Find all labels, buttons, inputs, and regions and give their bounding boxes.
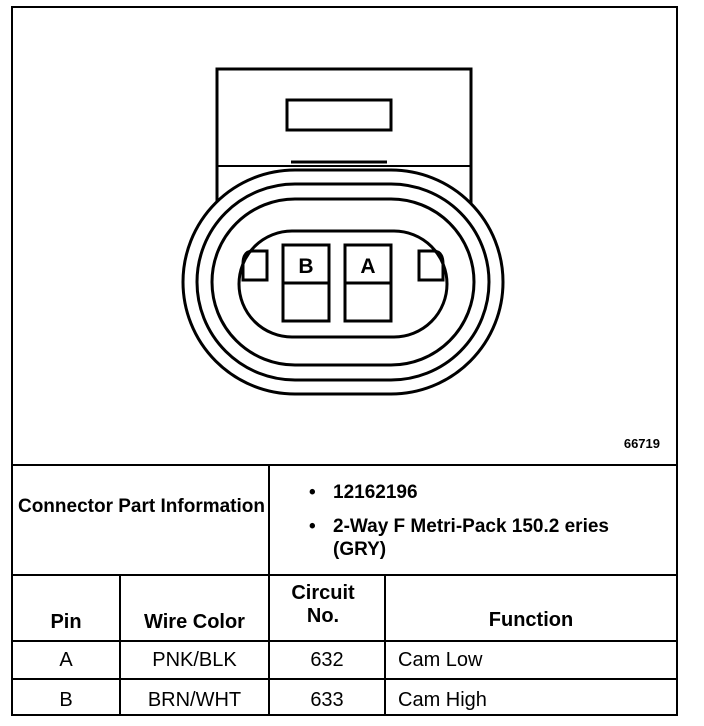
- row-a-pin: A: [59, 649, 73, 671]
- info-divider: [268, 464, 270, 576]
- bullet-1: •: [309, 482, 316, 503]
- header-pin: Pin: [50, 611, 82, 633]
- header-function: Function: [488, 609, 574, 631]
- connector-description: 2-Way F Metri-Pack 150.2 eries (GRY): [333, 516, 609, 560]
- connector-end-view-frame: B A 66719 Connector Part Information • 1…: [11, 6, 678, 716]
- col-divider-1: [119, 574, 121, 714]
- cavity-a: [343, 243, 393, 285]
- cavity-b-lower: [281, 281, 331, 323]
- col-divider-2: [268, 574, 270, 714]
- connector-body-outer: [181, 168, 505, 396]
- header-wire-color: Wire Color: [144, 611, 245, 633]
- row-a-circuit: 632: [310, 649, 344, 671]
- row-a-wire-color: PNK/BLK: [152, 649, 237, 671]
- header-circuit-no: Circuit No.: [291, 582, 355, 627]
- divider-row: [13, 678, 676, 680]
- cavity-a-lower: [343, 281, 393, 323]
- right-key: [417, 249, 445, 282]
- row-b-wire-color: BRN/WHT: [147, 689, 242, 711]
- row-b-circuit: 633: [310, 689, 344, 711]
- row-a-function: Cam Low: [398, 649, 483, 671]
- row-b-pin: B: [59, 689, 73, 711]
- cavity-face: [237, 229, 449, 339]
- cavity-label-b: B: [298, 255, 313, 278]
- connector-diagram: B A 66719: [13, 8, 676, 466]
- part-number: 12162196: [333, 482, 418, 503]
- locking-tab: [285, 98, 393, 132]
- figure-id: 66719: [623, 436, 660, 451]
- col-divider-3: [384, 574, 386, 714]
- cavity-label-a: A: [360, 255, 375, 278]
- divider-diagram: [13, 464, 676, 466]
- left-key: [241, 249, 269, 282]
- divider-header: [13, 640, 676, 642]
- connector-drawing: B A: [181, 67, 505, 396]
- divider-info: [13, 574, 676, 576]
- connector-body-mid: [195, 182, 491, 382]
- bullet-2: •: [309, 516, 316, 537]
- connector-part-info-label: Connector Part Information: [17, 496, 265, 517]
- connector-body-inner: [210, 197, 476, 367]
- row-b-function: Cam High: [398, 689, 487, 711]
